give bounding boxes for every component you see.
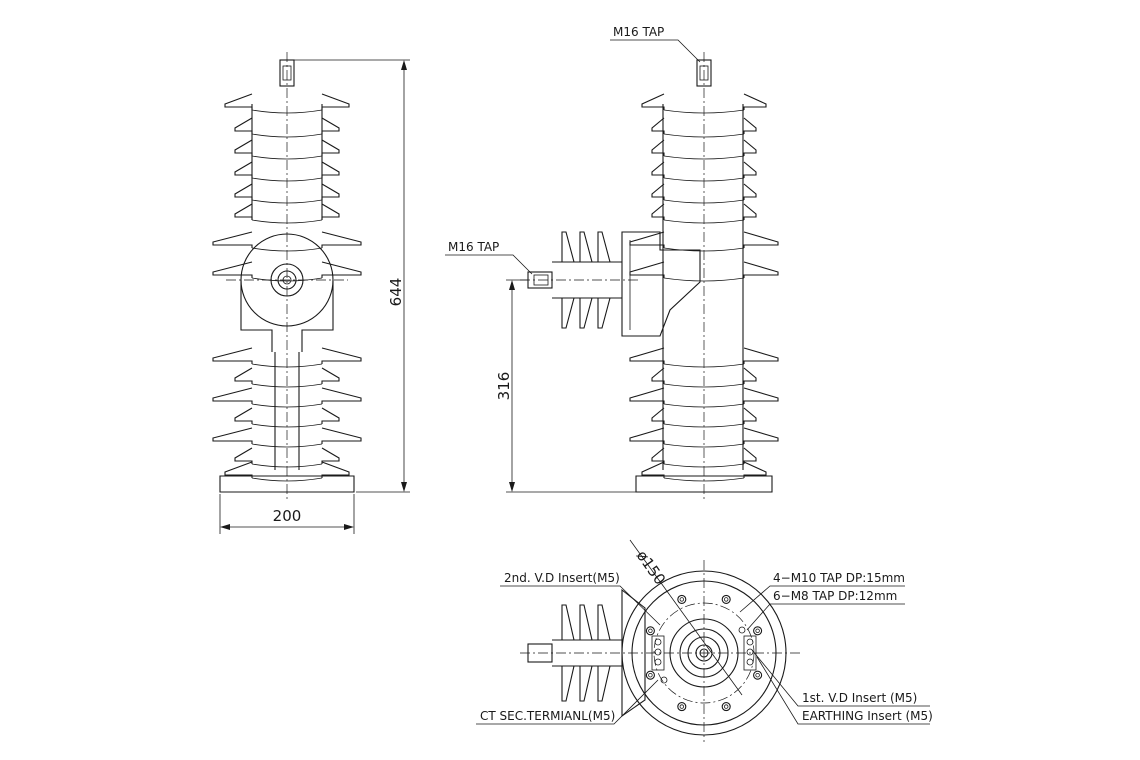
branch-shed: [597, 604, 611, 702]
shed: [234, 367, 340, 384]
label-m16-side-text: M16 TAP: [448, 240, 499, 254]
shed: [212, 261, 362, 278]
dim-644-text: 644: [387, 278, 405, 307]
branch-shed: [579, 231, 593, 329]
shed: [629, 347, 779, 364]
shed: [212, 347, 362, 364]
insert-hole: [654, 658, 662, 666]
label-1st-vd: 1st. V.D Insert (M5): [751, 649, 930, 707]
bolt-hole: [645, 626, 655, 636]
shed: [651, 367, 757, 384]
front-base: [219, 475, 355, 493]
plan-branch-sheds: [561, 604, 611, 702]
shed: [651, 161, 757, 178]
dim-316-text: 316: [495, 372, 513, 401]
bolt-hole: [677, 594, 687, 604]
branch-shed: [561, 604, 575, 702]
shed: [212, 387, 362, 404]
label-ct-sec-text: CT SEC.TERMIANL(M5): [480, 709, 615, 723]
shed: [651, 407, 757, 424]
label-2nd-vd: 2nd. V.D Insert(M5): [500, 571, 661, 626]
dimension-316: 316: [495, 279, 636, 493]
label-m16-top: M16 TAP: [610, 25, 701, 63]
bolt-hole: [721, 702, 731, 712]
branch-shed: [579, 604, 593, 702]
branch-shed: [561, 231, 575, 329]
front-view: [212, 52, 362, 500]
dim-200-text: 200: [273, 507, 302, 525]
label-m8: 6−M8 TAP DP:12mm: [746, 589, 905, 631]
dimension-644: 644: [294, 59, 410, 493]
label-earthing: EARTHING Insert (M5): [756, 656, 933, 725]
label-m10-text: 4−M10 TAP DP:15mm: [773, 571, 905, 585]
bolt-hole: [677, 702, 687, 712]
plan-bolts: [645, 594, 763, 712]
plan-view: [520, 539, 800, 742]
label-m10: 4−M10 TAP DP:15mm: [739, 571, 905, 613]
shed: [651, 117, 757, 134]
bolt-hole: [645, 670, 655, 680]
front-lower-sheds: [212, 347, 362, 482]
insert-hole: [746, 648, 754, 656]
label-earthing-text: EARTHING Insert (M5): [802, 709, 933, 723]
label-m16-top-text: M16 TAP: [613, 25, 664, 39]
label-ct-sec: CT SEC.TERMIANL(M5): [476, 679, 659, 725]
shed: [651, 203, 757, 220]
bolt-hole: [721, 594, 731, 604]
insert-hole: [738, 626, 746, 634]
shed: [641, 93, 767, 110]
label-2nd-vd-text: 2nd. V.D Insert(M5): [504, 571, 620, 585]
label-m16-side: M16 TAP: [445, 240, 533, 275]
shed: [651, 183, 757, 200]
dimension-200: 200: [219, 494, 355, 534]
side-view: [520, 52, 779, 500]
shed: [234, 407, 340, 424]
shed: [629, 427, 779, 444]
label-m8-text: 6−M8 TAP DP:12mm: [773, 589, 897, 603]
insert-hole: [746, 658, 754, 666]
shed: [212, 231, 362, 248]
branch-shed: [597, 231, 611, 329]
side-sheds: [629, 93, 779, 482]
label-1st-vd-text: 1st. V.D Insert (M5): [802, 691, 917, 705]
insert-hole: [746, 638, 754, 646]
insert-hole: [654, 638, 662, 646]
branch-sheds: [561, 231, 611, 329]
bolt-hole: [753, 670, 763, 680]
shed: [651, 139, 757, 156]
bolt-hole: [753, 626, 763, 636]
side-branch-housing: [621, 231, 701, 337]
insert-hole: [654, 648, 662, 656]
shed: [212, 427, 362, 444]
shed: [629, 387, 779, 404]
insert-hole: [660, 676, 668, 684]
